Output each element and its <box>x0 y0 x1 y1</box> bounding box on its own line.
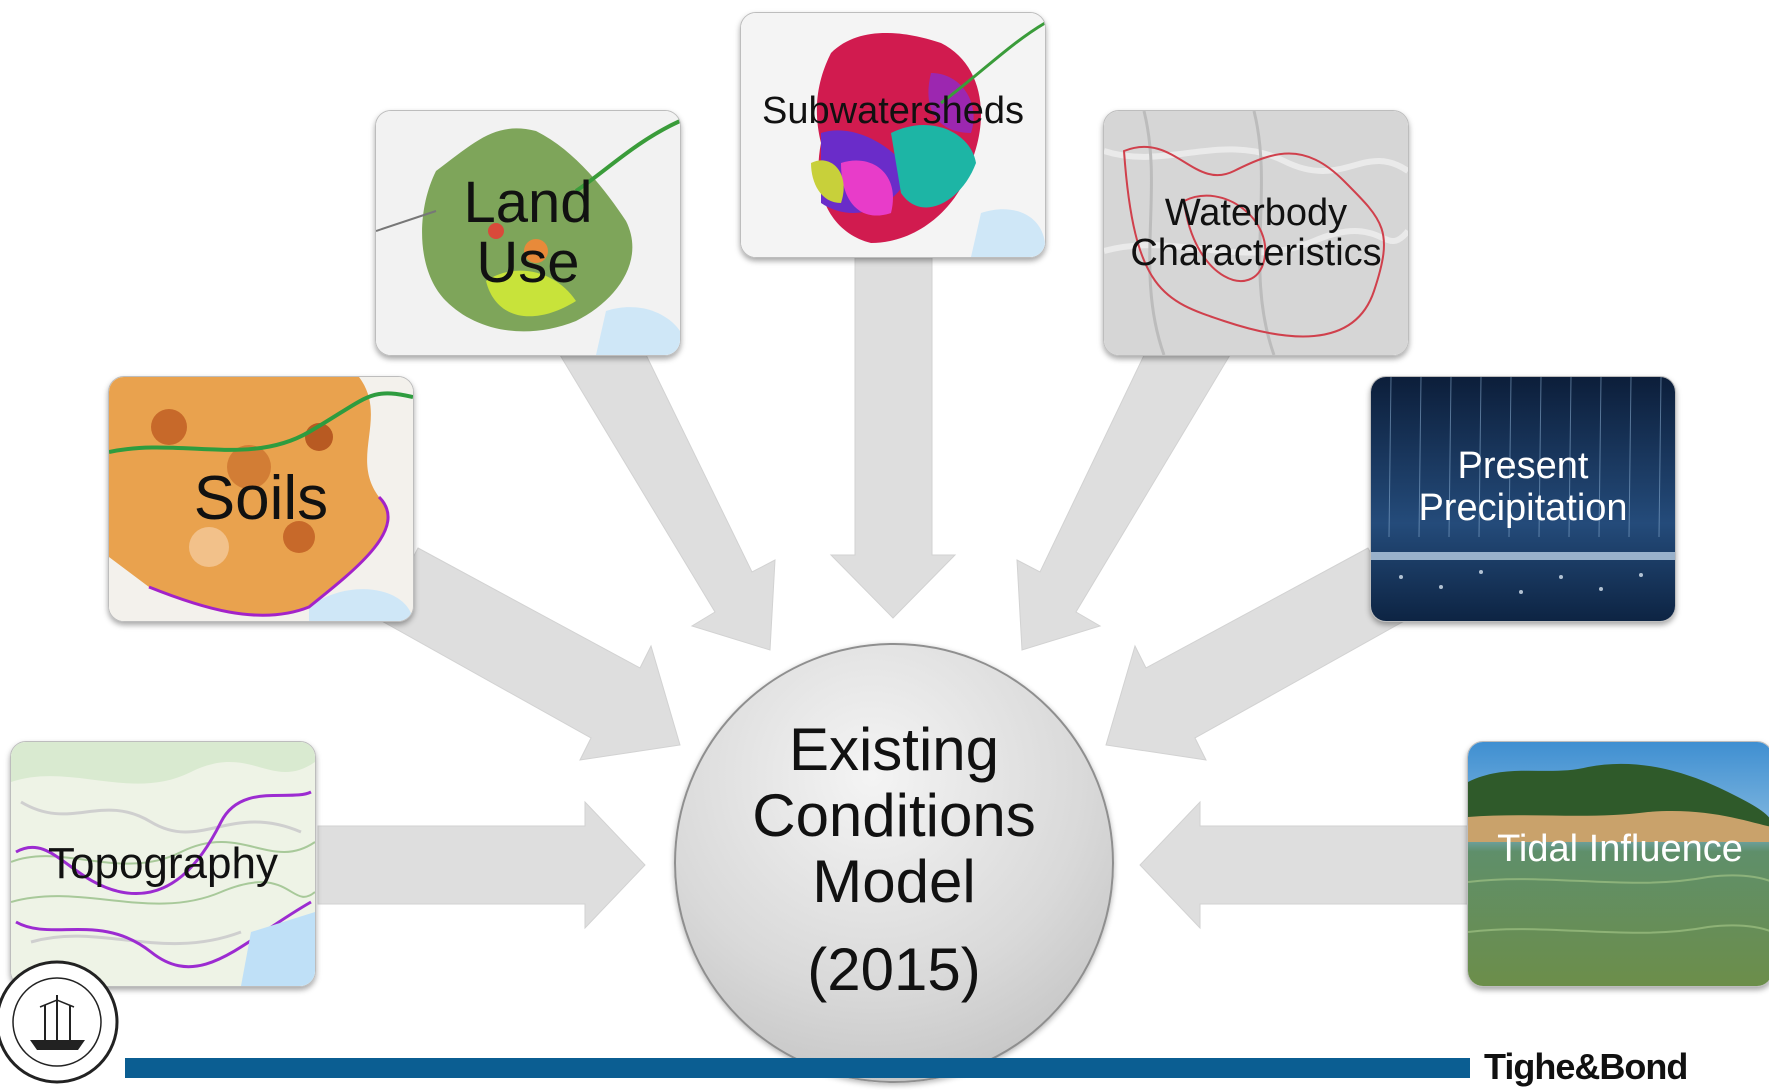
card-subwatersheds: Subwatersheds <box>740 12 1046 258</box>
arrow-subwatersheds <box>829 257 957 619</box>
tighe-bond-logo: Tighe&Bond <box>1484 1046 1688 1087</box>
arrow-precip <box>1105 547 1407 761</box>
soils-label: Soils <box>193 464 329 533</box>
precipitation-label: Present Precipitation <box>1371 445 1675 529</box>
precipitation-rain-image <box>1371 377 1675 621</box>
land-use-label: Land Use <box>376 173 680 293</box>
land-use-line-1: Land <box>463 170 593 235</box>
precipitation-line-2: Precipitation <box>1418 486 1628 529</box>
soils-map-image <box>109 377 413 621</box>
land-use-line-2: Use <box>476 230 580 295</box>
footer-bar <box>125 1058 1470 1078</box>
existing-conditions-model-hub: Existing Conditions Model (2015) <box>674 643 1114 1083</box>
arrow-soils <box>379 547 681 761</box>
arrow-topography <box>317 800 646 930</box>
tidal-coast-image <box>1468 742 1769 986</box>
hub-title-line-1: Existing <box>788 716 1000 783</box>
card-soils: Soils <box>108 376 414 622</box>
topography-map-image <box>11 742 315 986</box>
land-use-map-image <box>376 111 680 355</box>
arrow-tidal <box>1139 800 1469 930</box>
waterbody-line-1: Waterbody <box>1164 192 1348 234</box>
hub-title-line-2: Conditions <box>752 782 1036 849</box>
tidal-label: Tidal Influence <box>1497 828 1743 871</box>
subwatersheds-label: Subwatersheds <box>762 89 1024 132</box>
subwatersheds-map-image <box>741 13 1045 257</box>
city-seal-logo <box>0 960 119 1084</box>
precipitation-line-1: Present <box>1457 444 1589 487</box>
hub-title: Existing Conditions Model <box>676 717 1112 915</box>
card-tidal: Tidal Influence <box>1467 741 1769 987</box>
hub-title-line-3: Model <box>812 848 976 915</box>
arrow-waterbody <box>1016 321 1231 651</box>
card-precipitation: Present Precipitation <box>1370 376 1676 622</box>
arrow-landuse <box>559 321 776 651</box>
card-waterbody: Waterbody Characteristics <box>1103 110 1409 356</box>
waterbody-line-2: Characteristics <box>1130 232 1382 274</box>
card-topography: Topography <box>10 741 316 987</box>
hub-year: (2015) <box>807 936 981 1003</box>
card-land-use: Land Use <box>375 110 681 356</box>
waterbody-map-image <box>1104 111 1408 355</box>
topography-label: Topography <box>48 839 278 888</box>
waterbody-label: Waterbody Characteristics <box>1104 193 1408 273</box>
